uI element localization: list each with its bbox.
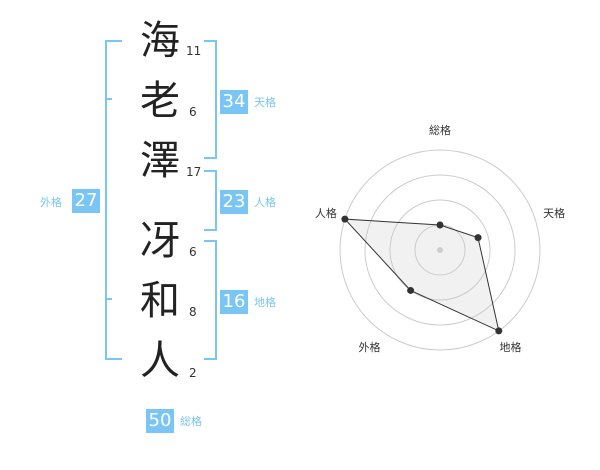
stroke-count-1: 11 [186, 44, 202, 58]
radar-points [341, 215, 503, 335]
radar-point-2 [474, 234, 482, 242]
stroke-count-3: 17 [186, 165, 202, 179]
tenkaku-label: 天格 [254, 96, 276, 109]
name-char-5: 和 [140, 278, 180, 324]
chikaku-bracket [204, 240, 217, 360]
radar-axis-label-4: 外格 [359, 340, 381, 354]
stroke-count-2: 6 [189, 105, 197, 119]
tenkaku-bracket [204, 40, 217, 159]
jinkaku-value: 23 [220, 190, 248, 214]
name-char-6: 人 [140, 338, 180, 384]
soukaku-label: 総格 [180, 415, 202, 428]
tenkaku-value: 34 [220, 90, 248, 114]
radar-center-dot [437, 247, 443, 253]
jinkaku-label: 人格 [254, 196, 276, 209]
radar-point-5 [341, 215, 349, 223]
radar-point-1 [436, 221, 444, 229]
stroke-count-5: 8 [189, 305, 197, 319]
radar-axis-label-5: 人格 [315, 206, 337, 220]
radar-ring-4 [339, 149, 541, 351]
chikaku-value: 16 [220, 290, 248, 314]
name-char-1: 海 [140, 18, 180, 64]
radar-axis-label-3: 地格 [500, 340, 522, 354]
gaikaku-bracket [105, 40, 122, 360]
radar-axis-label-1: 総格 [429, 123, 451, 137]
jinkaku-bracket [204, 170, 217, 231]
name-char-2: 老 [140, 78, 180, 124]
gaikaku-label: 外格 [40, 196, 62, 209]
radar-ring-2 [389, 199, 491, 301]
radar-ring-3 [364, 174, 516, 326]
name-char-4: 冴 [140, 218, 180, 264]
name-char-3: 澤 [140, 138, 180, 184]
radar-axis-label-2: 天格 [543, 206, 565, 220]
radar-point-4 [407, 286, 415, 294]
soukaku-value: 50 [146, 409, 174, 433]
radar-polygon [343, 218, 500, 332]
stroke-count-6: 2 [189, 366, 197, 380]
chikaku-label: 地格 [254, 296, 276, 309]
radar-point-3 [495, 327, 503, 335]
stroke-count-4: 6 [189, 245, 197, 259]
gaikaku-value: 27 [72, 189, 100, 213]
